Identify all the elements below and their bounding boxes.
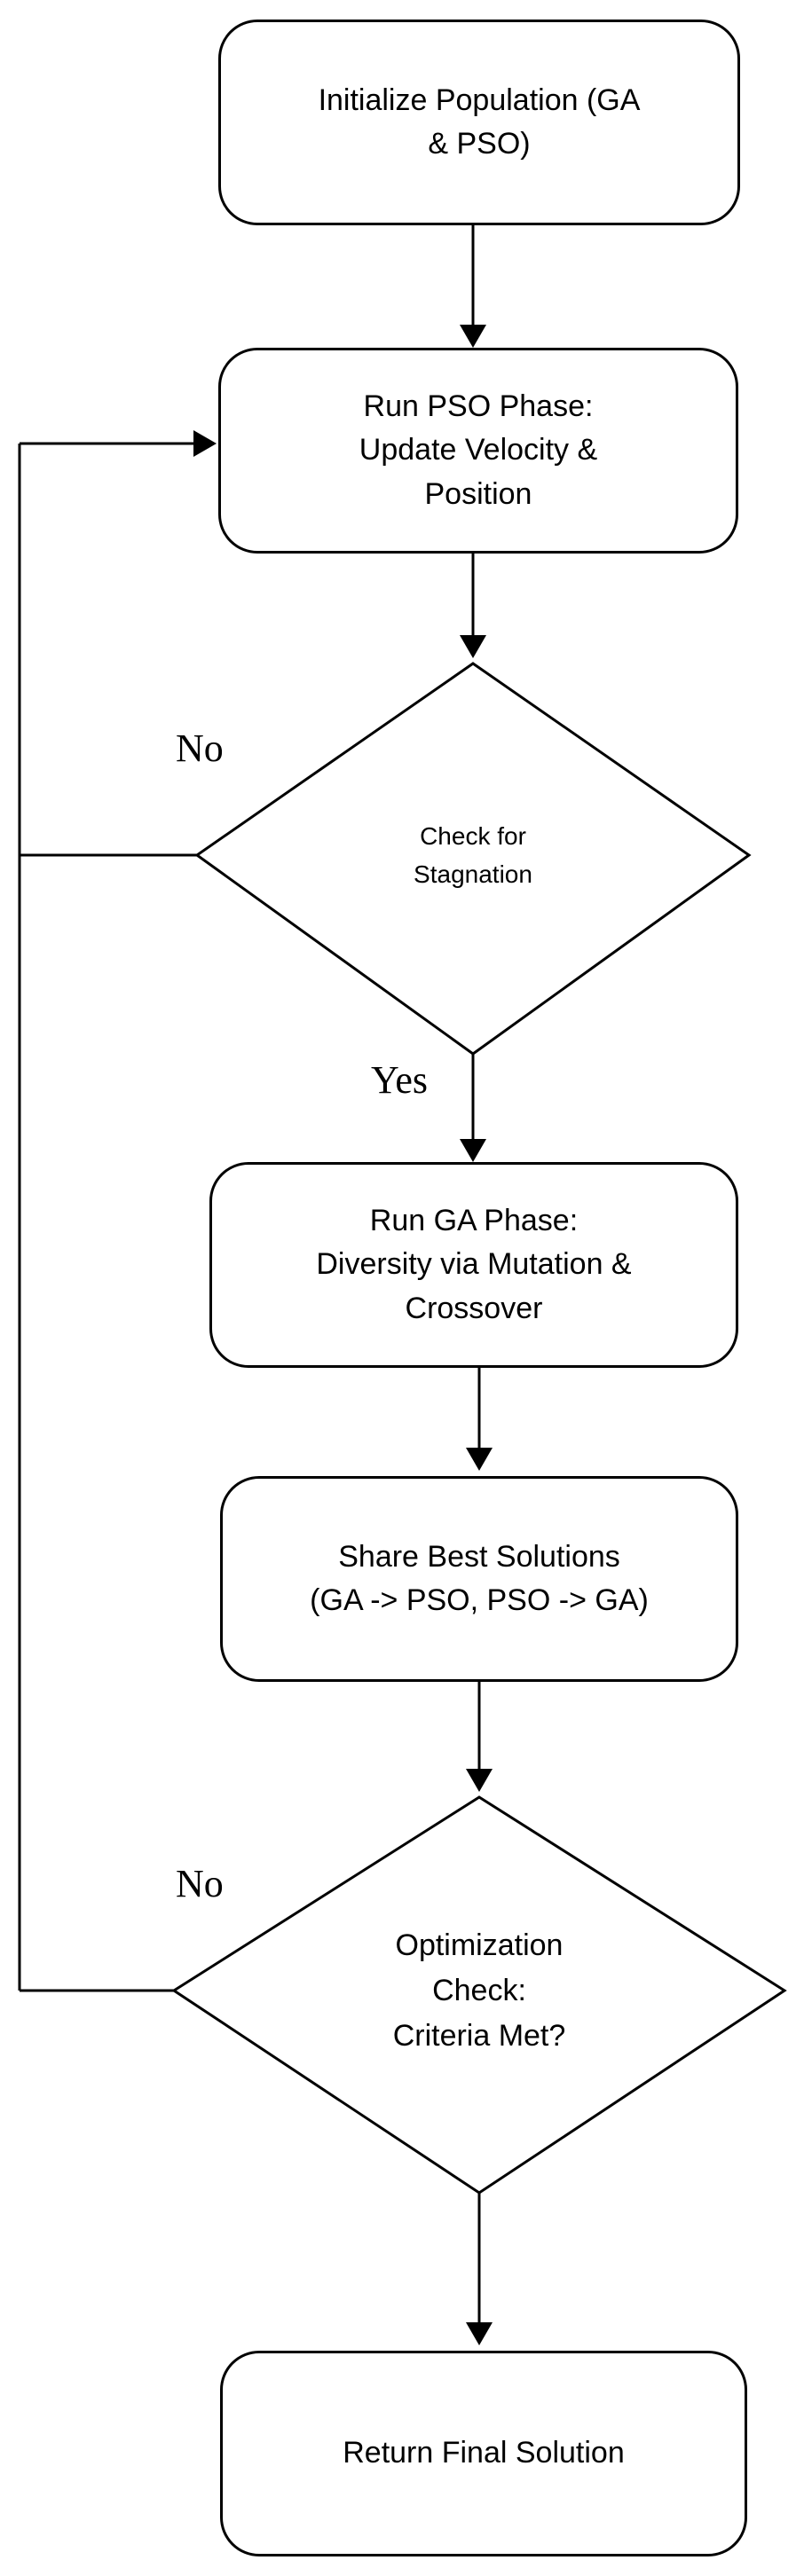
initialize-population-label: Initialize Population (GA & PSO)	[318, 82, 641, 161]
arrowhead-pso-to-stagnation	[460, 635, 486, 658]
arrowhead-loop-to-pso	[193, 430, 217, 457]
arrowhead-ga-to-share	[466, 1448, 493, 1471]
initialize-population-box: Initialize Population (GA & PSO)	[218, 20, 740, 225]
optimization-no-label: No	[176, 1862, 224, 1905]
optimization-diamond	[171, 1795, 787, 2195]
stagnation-diamond	[194, 662, 752, 1056]
arrowhead-stagnation-to-ga	[460, 1139, 486, 1162]
run-pso-phase-box: Run PSO Phase: Update Velocity & Positio…	[218, 348, 738, 554]
share-best-solutions-label: Share Best Solutions (GA -> PSO, PSO -> …	[310, 1539, 649, 1617]
run-pso-phase-label: Run PSO Phase: Update Velocity & Positio…	[359, 389, 598, 511]
stagnation-yes-label: Yes	[371, 1058, 429, 1102]
arrowhead-optimization-to-final	[466, 2322, 493, 2345]
return-final-solution-label: Return Final Solution	[343, 2436, 625, 2470]
return-final-solution-box: Return Final Solution	[220, 2351, 747, 2556]
run-ga-phase-box: Run GA Phase: Diversity via Mutation & C…	[209, 1162, 738, 1368]
arrowhead-init-to-pso	[460, 325, 486, 348]
run-ga-phase-label: Run GA Phase: Diversity via Mutation & C…	[316, 1204, 632, 1325]
share-best-solutions-box: Share Best Solutions (GA -> PSO, PSO -> …	[220, 1476, 738, 1682]
arrowhead-share-to-optimization	[466, 1769, 493, 1792]
optimization-check-label: Optimization Check: Criteria Met?	[392, 1928, 566, 2053]
stagnation-no-label: No	[176, 726, 224, 770]
check-for-stagnation-label: Check for Stagnation	[414, 821, 532, 888]
